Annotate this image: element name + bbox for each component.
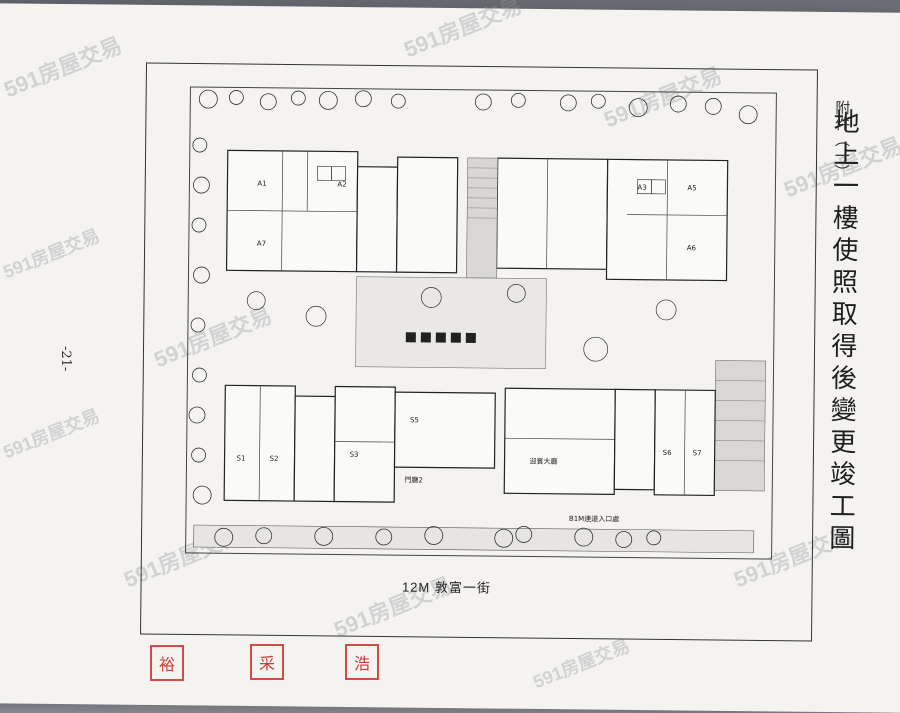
unit-label: A7 bbox=[257, 240, 266, 248]
unit-label: A2 bbox=[337, 180, 346, 188]
shop-label: S2 bbox=[270, 455, 279, 463]
floor-plan: A1 A2 A7 A3 A5 A6 S1 S2 S3 S5 S6 S7 門廳2 … bbox=[184, 85, 779, 561]
shop-label: S5 bbox=[410, 416, 419, 424]
unit-label: A1 bbox=[257, 180, 266, 188]
shop-label: S7 bbox=[693, 449, 702, 457]
annex-label: 附件（一） bbox=[832, 100, 854, 180]
street-label: 12M 敦富一街 bbox=[402, 577, 491, 597]
tree-row-top bbox=[199, 89, 757, 124]
unit-label: A6 bbox=[687, 244, 697, 252]
unit-label: A3 bbox=[637, 184, 646, 192]
page-number: -21- bbox=[58, 346, 73, 371]
lobby-label: 迎賓大廳 bbox=[530, 457, 558, 466]
entrance-label: B1M連道入口處 bbox=[569, 514, 619, 524]
shop-label: S3 bbox=[350, 451, 359, 459]
gate-label: 門廳2 bbox=[404, 475, 423, 484]
courtyard bbox=[356, 277, 547, 369]
tree-row-left bbox=[188, 138, 215, 504]
unit-label: A5 bbox=[687, 184, 696, 192]
seal-stamp: 裕 bbox=[150, 645, 184, 681]
south-building bbox=[224, 385, 715, 505]
shop-label: S6 bbox=[663, 449, 673, 457]
shop-label: S1 bbox=[237, 454, 246, 462]
